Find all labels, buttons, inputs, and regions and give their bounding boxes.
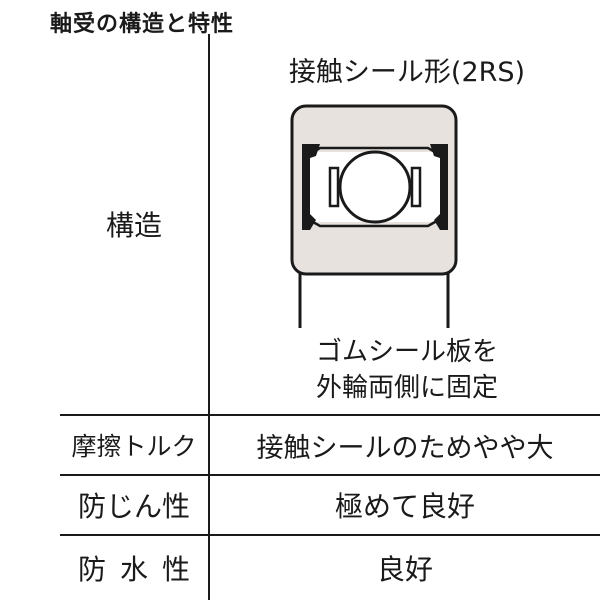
seal-right	[430, 144, 448, 230]
seal-left	[302, 144, 320, 230]
seal-caption-line-1: ゴムシール板を	[315, 337, 498, 367]
table-rule-2	[60, 474, 600, 476]
row-label-water-resistance: 防水性	[77, 553, 204, 586]
table-divider-vertical	[208, 34, 210, 600]
ball	[338, 150, 412, 224]
seal-caption-line-2: 外輪両側に固定	[315, 373, 498, 403]
page-title: 軸受の構造と特性	[50, 12, 235, 37]
row-value-friction-torque: 接触シールのためやや大	[256, 432, 554, 464]
bearing-cross-section	[290, 104, 458, 328]
cage-right	[410, 166, 422, 208]
row-label-dust-resistance: 防じん性	[77, 490, 190, 523]
row-value-dust-resistance: 極めて良好	[334, 490, 475, 523]
table-rule-1	[60, 414, 600, 416]
row-label-friction-torque: 摩擦トルク	[71, 432, 197, 461]
seal-type-label: 接触シール形(2RS)	[288, 57, 526, 88]
table-rule-3	[60, 534, 600, 536]
row-value-water-resistance: 良好	[376, 553, 433, 586]
row-label-structure: 構造	[105, 209, 162, 242]
cage-left	[328, 166, 340, 208]
